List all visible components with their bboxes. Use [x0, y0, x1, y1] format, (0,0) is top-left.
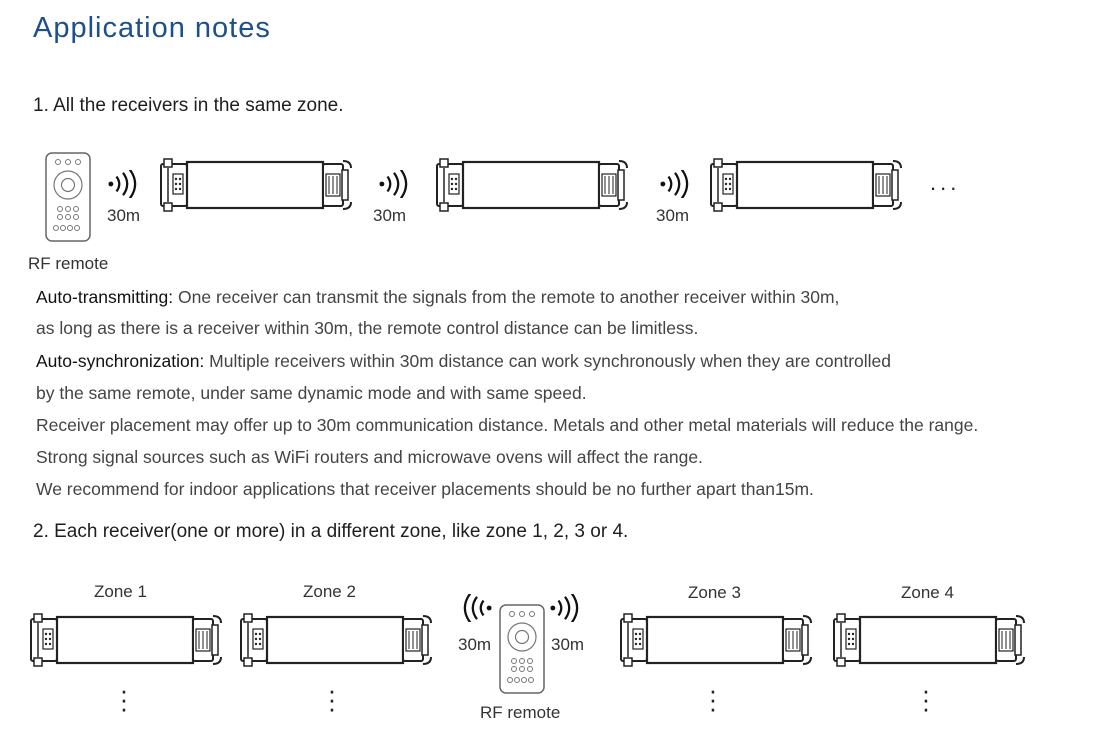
receiver-icon: [710, 158, 902, 212]
distance-label: 30m: [107, 206, 141, 225]
distance-label-right: 30m: [551, 635, 585, 654]
paragraph-line: Receiver placement may offer up to 30m c…: [36, 415, 979, 435]
signal-wave-right-icon: [549, 594, 581, 622]
auto-sync-text: Multiple receivers within 30m distance c…: [204, 351, 892, 371]
vertical-ellipsis: ···: [327, 675, 337, 723]
distance-label: 30m: [656, 206, 690, 225]
remote-label: RF remote: [480, 703, 561, 722]
receiver-icon: [30, 613, 222, 667]
signal-wave-icon: [378, 170, 410, 198]
receiver-icon: [833, 613, 1025, 667]
signal-wave-icon: [659, 170, 691, 198]
vertical-ellipsis: ···: [119, 675, 129, 723]
section1-heading: 1. All the receivers in the same zone.: [33, 95, 344, 116]
signal-wave-icon: [107, 170, 139, 198]
receiver-icon: [160, 158, 352, 212]
paragraph-auto-transmitting: Auto-transmitting: One receiver can tran…: [36, 287, 839, 308]
remote-control-icon: [45, 152, 91, 242]
auto-transmitting-text: One receiver can transmit the signals fr…: [173, 287, 840, 307]
vertical-ellipsis: ···: [708, 675, 718, 723]
more-receivers-ellipsis: ...: [930, 170, 961, 195]
auto-transmitting-label: Auto-transmitting:: [36, 287, 174, 307]
paragraph-line: by the same remote, under same dynamic m…: [36, 383, 587, 403]
receiver-icon: [620, 613, 812, 667]
receiver-icon: [436, 158, 628, 212]
auto-sync-label: Auto-synchronization:: [36, 351, 205, 371]
zone-label-1: Zone 1: [94, 582, 147, 601]
distance-label: 30m: [373, 206, 407, 225]
paragraph-line: as long as there is a receiver within 30…: [36, 318, 699, 338]
page-title: Application notes: [33, 12, 271, 44]
paragraph-line: We recommend for indoor applications tha…: [36, 479, 814, 499]
paragraph-line: Strong signal sources such as WiFi route…: [36, 447, 703, 467]
zone-label-4: Zone 4: [901, 583, 954, 602]
remote-control-icon: [499, 604, 545, 694]
vertical-ellipsis: ···: [921, 675, 931, 723]
paragraph-auto-sync: Auto-synchronization: Multiple receivers…: [36, 351, 891, 372]
distance-label-left: 30m: [458, 635, 492, 654]
remote-label: RF remote: [28, 254, 109, 273]
receiver-icon: [240, 613, 432, 667]
signal-wave-left-icon: [461, 594, 493, 622]
zone-label-2: Zone 2: [303, 582, 356, 601]
zone-label-3: Zone 3: [688, 583, 741, 602]
section2-heading: 2. Each receiver(one or more) in a diffe…: [33, 521, 629, 542]
